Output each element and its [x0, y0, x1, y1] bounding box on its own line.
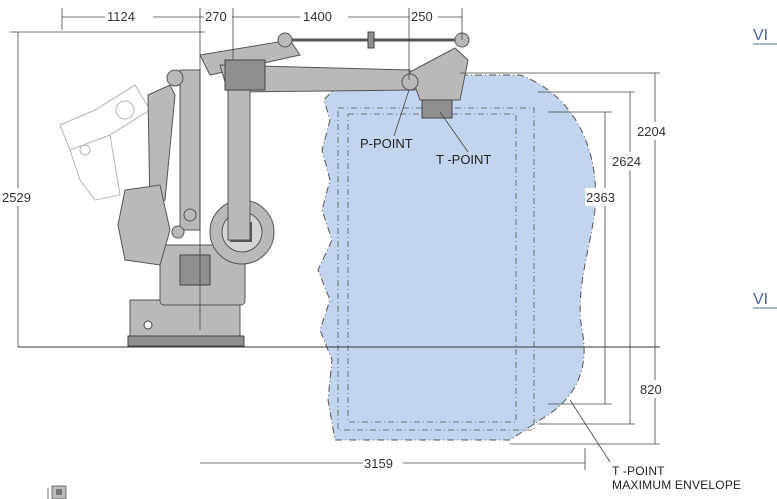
maximum-envelope-label: MAXIMUM ENVELOPE [612, 478, 741, 492]
dim-2204: 2204 [637, 124, 666, 139]
p-point-label: P-POINT [360, 136, 413, 151]
ghost-arm-outline [59, 84, 151, 201]
dim-2363: 2363 [586, 190, 615, 205]
inner-reach-box-outer [337, 107, 535, 431]
side-heading-upper: VI [753, 27, 768, 44]
t-point-label: T -POINT [436, 152, 491, 167]
dim-820: 820 [640, 382, 662, 397]
t-point-bottom-label: T -POINT [612, 464, 665, 478]
dim-3159: 3159 [364, 456, 393, 471]
dim-2529: 2529 [2, 190, 31, 205]
robot-thumbnail-icon [47, 485, 67, 499]
dim-1400: 1400 [303, 9, 332, 24]
robot-body [117, 31, 470, 347]
dim-1124: 1124 [107, 9, 135, 24]
side-heading-lower: VI [753, 291, 768, 308]
dim-250: 250 [411, 9, 433, 24]
work-envelope-area [317, 74, 597, 441]
dim-270: 270 [205, 9, 227, 24]
dim-2624: 2624 [612, 154, 641, 169]
